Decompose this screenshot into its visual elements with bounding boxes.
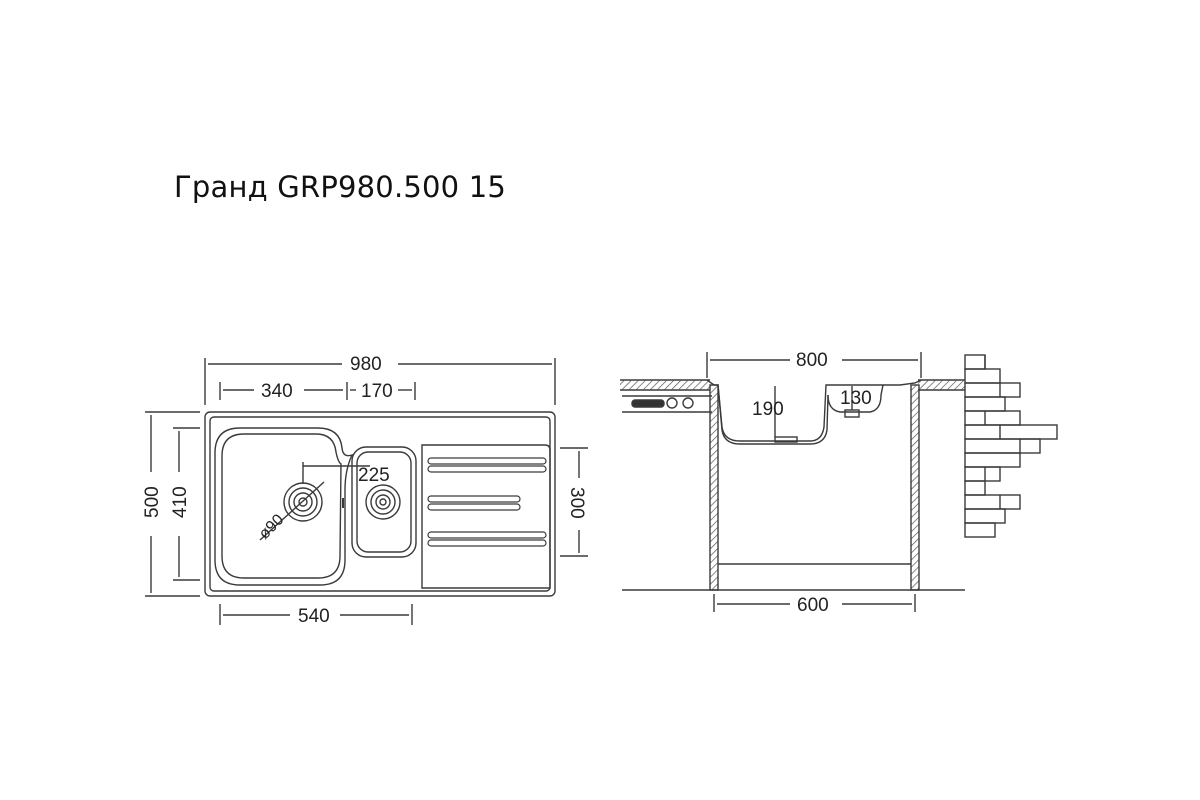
cabinet-right-wall	[910, 384, 920, 591]
side-small-bowl	[827, 384, 884, 413]
product-title: Гранд GRP980.500 15	[174, 170, 507, 204]
dim-130-label: 130	[840, 388, 872, 409]
drainer-board	[421, 444, 551, 589]
drainer-ribs	[427, 457, 547, 547]
dim-540-label: 540	[298, 606, 330, 627]
sink-profile	[706, 379, 922, 442]
dim-410-label: 410	[170, 486, 191, 518]
sink-outer-rim	[204, 411, 556, 597]
dim-170-label: 170	[361, 381, 393, 402]
small-bowl	[351, 446, 417, 558]
top-view	[145, 358, 588, 625]
side-view	[620, 352, 1058, 612]
dim-225-label: 225	[358, 465, 390, 486]
dim-190-label: 190	[752, 399, 784, 420]
dim-800-label: 800	[796, 350, 828, 371]
cabinet-left-wall	[709, 384, 719, 591]
main-bowl	[214, 427, 354, 586]
dim-980-label: 980	[350, 354, 382, 375]
dim-340-label: 340	[261, 381, 293, 402]
small-drain	[365, 484, 401, 520]
brick-wall	[964, 354, 1058, 538]
dim-ø90-label: ø90	[256, 511, 288, 543]
dim-300-label: 300	[566, 487, 587, 519]
dim-600-label: 600	[797, 595, 829, 616]
dim-500-label: 500	[142, 486, 163, 518]
